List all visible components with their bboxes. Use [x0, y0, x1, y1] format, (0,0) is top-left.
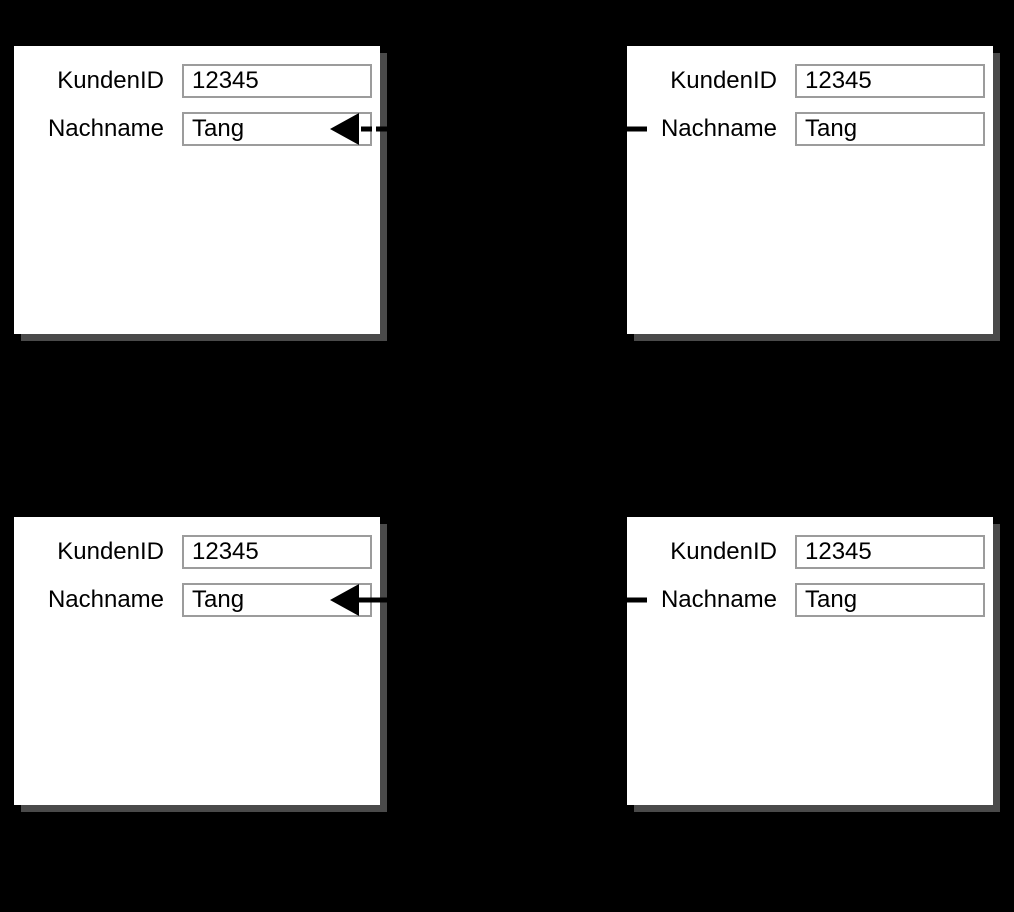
kundenid-label: KundenID: [57, 538, 164, 565]
form-row: KundenID: [627, 535, 993, 569]
nachname-label: Nachname: [47, 115, 164, 142]
form-window-top-left: KundenID Nachname: [14, 46, 380, 334]
form-row: Nachname: [14, 112, 380, 146]
nachname-input[interactable]: [182, 583, 372, 617]
form-row: Nachname: [14, 583, 380, 617]
form-row: KundenID: [627, 64, 993, 98]
form-window-top-right: KundenID Nachname: [627, 46, 993, 334]
kundenid-label: KundenID: [57, 67, 164, 94]
nachname-label: Nachname: [660, 586, 777, 613]
nachname-label: Nachname: [47, 586, 164, 613]
form-row: KundenID: [14, 535, 380, 569]
form-row: KundenID: [14, 64, 380, 98]
form-window-bottom-left: KundenID Nachname: [14, 517, 380, 805]
nachname-input[interactable]: [182, 112, 372, 146]
kundenid-input[interactable]: [182, 535, 372, 569]
form-row: Nachname: [627, 112, 993, 146]
kundenid-input[interactable]: [182, 64, 372, 98]
nachname-input[interactable]: [795, 583, 985, 617]
solid-arrow-tail: [358, 597, 647, 603]
kundenid-label: KundenID: [670, 538, 777, 565]
form-window-bottom-right: KundenID Nachname: [627, 517, 993, 805]
nachname-label: Nachname: [660, 115, 777, 142]
kundenid-input[interactable]: [795, 64, 985, 98]
form-row: Nachname: [627, 583, 993, 617]
kundenid-input[interactable]: [795, 535, 985, 569]
kundenid-label: KundenID: [670, 67, 777, 94]
nachname-input[interactable]: [795, 112, 985, 146]
